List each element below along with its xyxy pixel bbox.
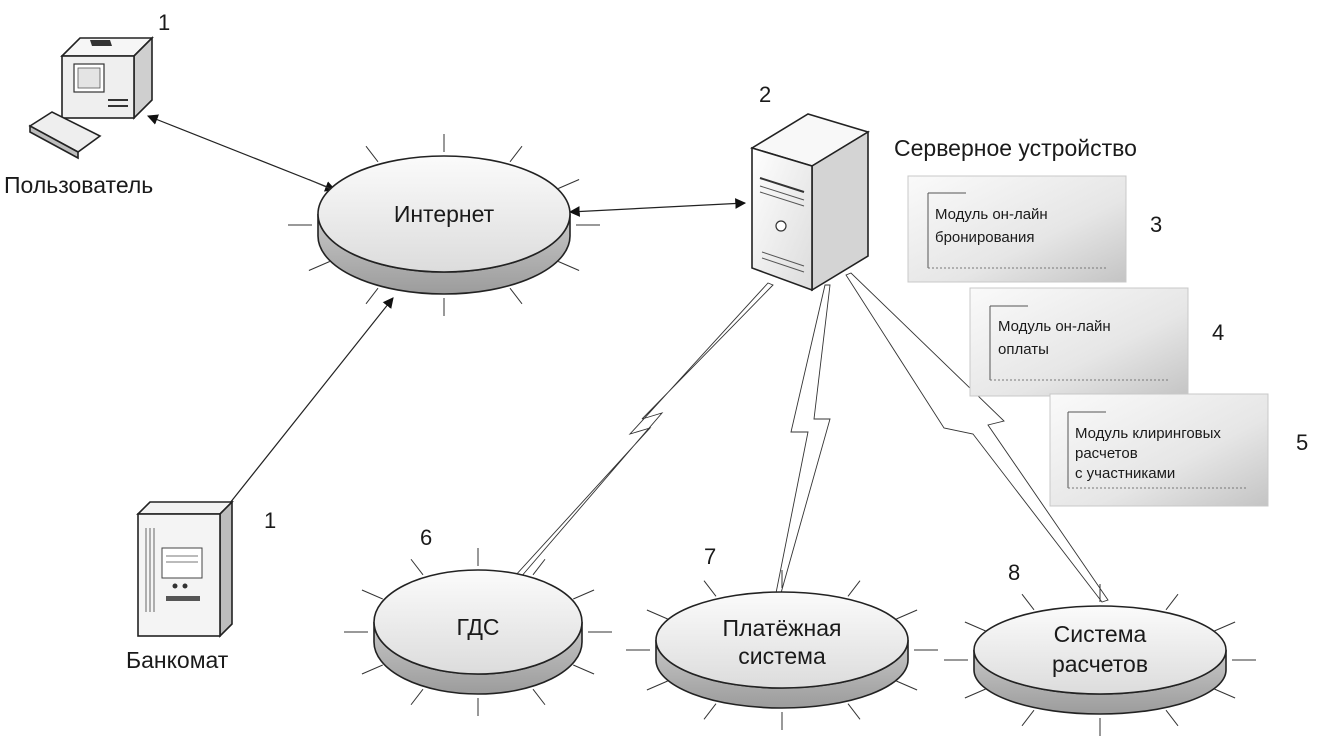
- ray-line: [366, 146, 378, 162]
- ray-line: [573, 590, 594, 599]
- module-payment-line2: оплаты: [998, 341, 1049, 358]
- settlement-label-line1: Система: [1054, 621, 1147, 647]
- link-server-gds: [515, 283, 773, 578]
- atm-icon: [138, 502, 232, 636]
- user-label: Пользователь: [4, 172, 153, 198]
- ray-line: [533, 559, 545, 575]
- settlement-label-line2: расчетов: [1052, 651, 1148, 677]
- module-clearing-line2: расчетов: [1075, 445, 1138, 462]
- settlement-number: 8: [1008, 560, 1020, 585]
- ray-line: [1214, 689, 1235, 698]
- ray-line: [362, 665, 383, 674]
- edge-user-internet: [148, 116, 335, 190]
- ray-line: [558, 180, 579, 189]
- ray-line: [411, 559, 423, 575]
- ray-line: [362, 590, 383, 599]
- module-booking-line2: бронирования: [935, 229, 1035, 246]
- ray-line: [896, 610, 917, 619]
- ray-line: [896, 681, 917, 690]
- server-label: Серверное устройство: [894, 135, 1137, 161]
- ray-line: [965, 689, 986, 698]
- module-clearing-line3: с участниками: [1075, 465, 1175, 482]
- ray-line: [1214, 622, 1235, 631]
- ray-line: [965, 622, 986, 631]
- module-clearing-line1: Модуль клиринговых: [1075, 425, 1221, 442]
- link-server-payment: [776, 285, 830, 593]
- ray-line: [366, 288, 378, 304]
- ray-line: [1166, 710, 1178, 726]
- module-payment: Модуль он-лайн оплаты: [970, 288, 1188, 396]
- ray-line: [647, 681, 668, 690]
- internet-label: Интернет: [394, 201, 495, 227]
- module-booking-number: 3: [1150, 212, 1162, 237]
- ray-line: [848, 581, 860, 597]
- payment-label-line1: Платёжная: [723, 615, 842, 641]
- edge-atm-internet: [222, 298, 393, 513]
- payment-label-line2: система: [738, 643, 826, 669]
- server-number: 2: [759, 82, 771, 107]
- edge-internet-server: [570, 203, 745, 212]
- module-payment-line1: Модуль он-лайн: [998, 318, 1111, 335]
- ray-line: [510, 288, 522, 304]
- module-clearing-number: 5: [1296, 430, 1308, 455]
- ray-line: [558, 262, 579, 271]
- ray-line: [704, 704, 716, 720]
- atm-label: Банкомат: [126, 647, 229, 673]
- ray-line: [848, 704, 860, 720]
- ray-line: [1166, 594, 1178, 610]
- ray-line: [533, 689, 545, 705]
- ray-line: [309, 180, 330, 189]
- gds-label: ГДС: [456, 614, 499, 640]
- ray-line: [647, 610, 668, 619]
- payment-number: 7: [704, 544, 716, 569]
- module-payment-number: 4: [1212, 320, 1224, 345]
- ray-line: [704, 581, 716, 597]
- ray-line: [510, 146, 522, 162]
- ray-line: [1022, 710, 1034, 726]
- server-icon: [752, 114, 868, 290]
- computer-icon: [30, 38, 152, 158]
- atm-number: 1: [264, 508, 276, 533]
- module-booking: Модуль он-лайн бронирования: [908, 176, 1126, 282]
- gds-number: 6: [420, 525, 432, 550]
- module-booking-line1: Модуль он-лайн: [935, 206, 1048, 223]
- ray-line: [573, 665, 594, 674]
- ray-line: [411, 689, 423, 705]
- user-number: 1: [158, 10, 170, 35]
- ray-line: [309, 262, 330, 271]
- ray-line: [1022, 594, 1034, 610]
- module-clearing: Модуль клиринговых расчетов с участникам…: [1050, 394, 1268, 506]
